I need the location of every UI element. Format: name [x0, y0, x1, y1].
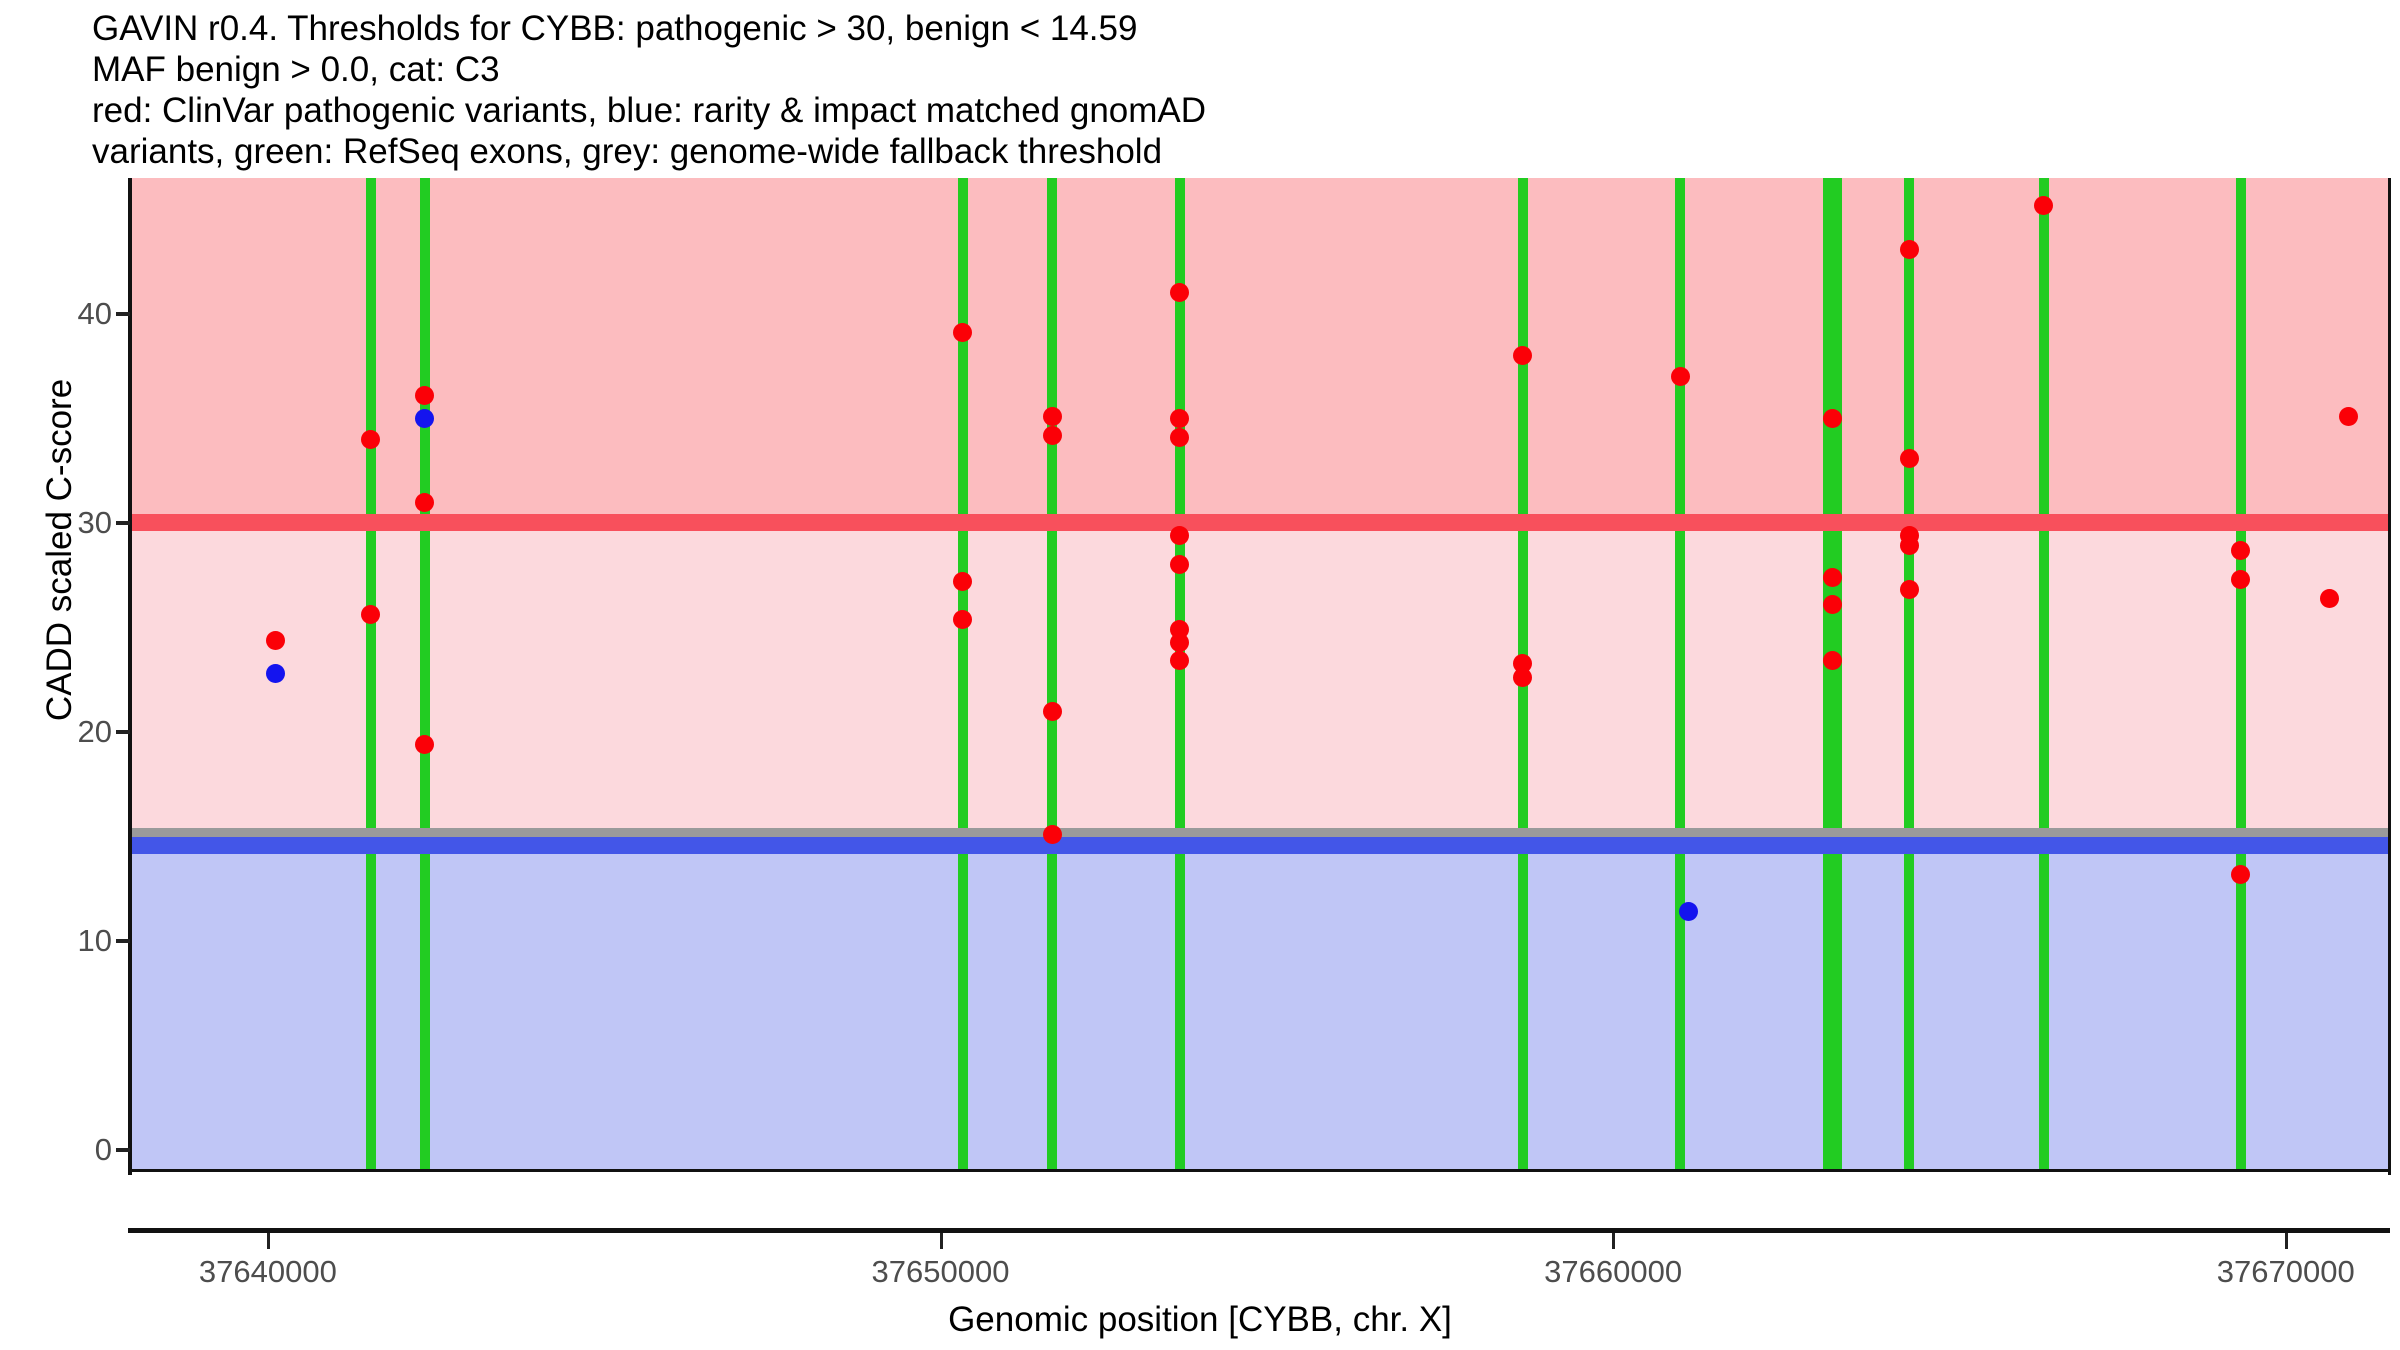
- clinvar-pathogenic-point: [1042, 824, 1062, 844]
- title-line-1: GAVIN r0.4. Thresholds for CYBB: pathoge…: [92, 9, 1138, 48]
- gnomad-variant-point: [415, 408, 435, 428]
- pathogenic-threshold-line: [130, 514, 2390, 532]
- clinvar-pathogenic-point: [2231, 864, 2251, 884]
- refseq-exon-line: [1047, 178, 1058, 1171]
- clinvar-pathogenic-point: [1822, 594, 1842, 614]
- y-tick-mark: [116, 729, 130, 734]
- gnomad-variant-point: [1678, 902, 1698, 922]
- clinvar-pathogenic-point: [1170, 651, 1190, 671]
- clinvar-pathogenic-point: [953, 609, 973, 629]
- x-axis-line: [128, 1228, 2390, 1233]
- x-tick-label: 37650000: [871, 1254, 1010, 1289]
- clinvar-pathogenic-point: [1170, 427, 1190, 447]
- clinvar-pathogenic-point: [1170, 283, 1190, 303]
- title-line-2: MAF benign > 0.0, cat: C3: [92, 50, 500, 89]
- y-tick-label: 20: [77, 713, 112, 749]
- clinvar-pathogenic-point: [361, 605, 381, 625]
- refseq-exon-line: [2038, 178, 2049, 1171]
- x-axis-label: Genomic position [CYBB, chr. X]: [948, 1300, 1452, 1339]
- x-tick-label: 37640000: [198, 1254, 337, 1289]
- clinvar-pathogenic-point: [1513, 346, 1533, 366]
- title-line-4: variants, green: RefSeq exons, grey: gen…: [92, 132, 1163, 171]
- clinvar-pathogenic-point: [2231, 569, 2251, 589]
- clinvar-pathogenic-point: [415, 735, 435, 755]
- clinvar-pathogenic-point: [1899, 239, 1919, 259]
- refseq-exon-line: [2235, 178, 2246, 1171]
- x-tick-mark: [1612, 1233, 1616, 1249]
- clinvar-pathogenic-point: [1170, 408, 1190, 428]
- y-tick-mark: [116, 1148, 130, 1153]
- y-tick-label: 10: [77, 923, 112, 959]
- benign-threshold-line: [130, 836, 2390, 854]
- clinvar-pathogenic-point: [953, 571, 973, 591]
- clinvar-pathogenic-point: [2338, 406, 2358, 426]
- x-tick-label: 37660000: [1544, 1254, 1683, 1289]
- clinvar-pathogenic-point: [1513, 668, 1533, 688]
- refseq-exon-line: [957, 178, 968, 1171]
- refseq-exon-line: [365, 178, 376, 1171]
- clinvar-pathogenic-point: [2231, 540, 2251, 560]
- y-tick-mark: [116, 520, 130, 525]
- clinvar-pathogenic-point: [1822, 567, 1842, 587]
- y-tick-label: 0: [94, 1132, 112, 1168]
- clinvar-pathogenic-point: [2034, 195, 2054, 215]
- clinvar-pathogenic-point: [1822, 408, 1842, 428]
- clinvar-pathogenic-point: [1670, 367, 1690, 387]
- x-tick-mark: [939, 1233, 943, 1249]
- clinvar-pathogenic-point: [953, 323, 973, 343]
- zone-uncertain: [130, 522, 2390, 846]
- clinvar-pathogenic-point: [1899, 580, 1919, 600]
- refseq-exon-line: [1174, 178, 1185, 1171]
- zone-benign: [130, 845, 2390, 1171]
- x-tick-mark: [2284, 1233, 2288, 1249]
- clinvar-pathogenic-point: [1170, 632, 1190, 652]
- refseq-exon-line: [1832, 178, 1843, 1171]
- clinvar-pathogenic-point: [1170, 555, 1190, 575]
- gnomad-variant-point: [265, 663, 285, 683]
- clinvar-pathogenic-point: [1822, 651, 1842, 671]
- panel-right-border: [2388, 178, 2391, 1175]
- plot-panel: [130, 178, 2390, 1171]
- refseq-exon-line: [1823, 178, 1834, 1171]
- y-axis-line: [128, 178, 132, 1175]
- panel-bottom-border: [128, 1169, 2390, 1172]
- y-axis-label: CADD scaled C-score: [40, 378, 79, 722]
- title-line-3: red: ClinVar pathogenic variants, blue: …: [92, 91, 1207, 130]
- refseq-exon-line: [419, 178, 430, 1171]
- x-tick-mark: [266, 1233, 270, 1249]
- clinvar-pathogenic-point: [2319, 588, 2339, 608]
- refseq-exon-line: [1904, 178, 1915, 1171]
- zone-pathogenic: [130, 178, 2390, 523]
- clinvar-pathogenic-point: [1513, 653, 1533, 673]
- clinvar-pathogenic-point: [1042, 406, 1062, 426]
- clinvar-pathogenic-point: [415, 492, 435, 512]
- genome-wide-fallback-line: [130, 828, 2390, 839]
- x-tick-label: 37670000: [2216, 1254, 2355, 1289]
- clinvar-pathogenic-point: [1042, 701, 1062, 721]
- clinvar-pathogenic-point: [265, 630, 285, 650]
- clinvar-pathogenic-point: [1042, 425, 1062, 445]
- clinvar-pathogenic-point: [1899, 448, 1919, 468]
- clinvar-pathogenic-point: [361, 429, 381, 449]
- clinvar-pathogenic-point: [1170, 525, 1190, 545]
- refseq-exon-line: [1675, 178, 1686, 1171]
- clinvar-pathogenic-point: [415, 385, 435, 405]
- y-tick-mark: [116, 939, 130, 944]
- clinvar-pathogenic-point: [1899, 536, 1919, 556]
- plot-title: GAVIN r0.4. Thresholds for CYBB: pathoge…: [92, 8, 2342, 172]
- y-tick-label: 30: [77, 504, 112, 540]
- y-tick-label: 40: [77, 295, 112, 331]
- y-tick-mark: [116, 311, 130, 316]
